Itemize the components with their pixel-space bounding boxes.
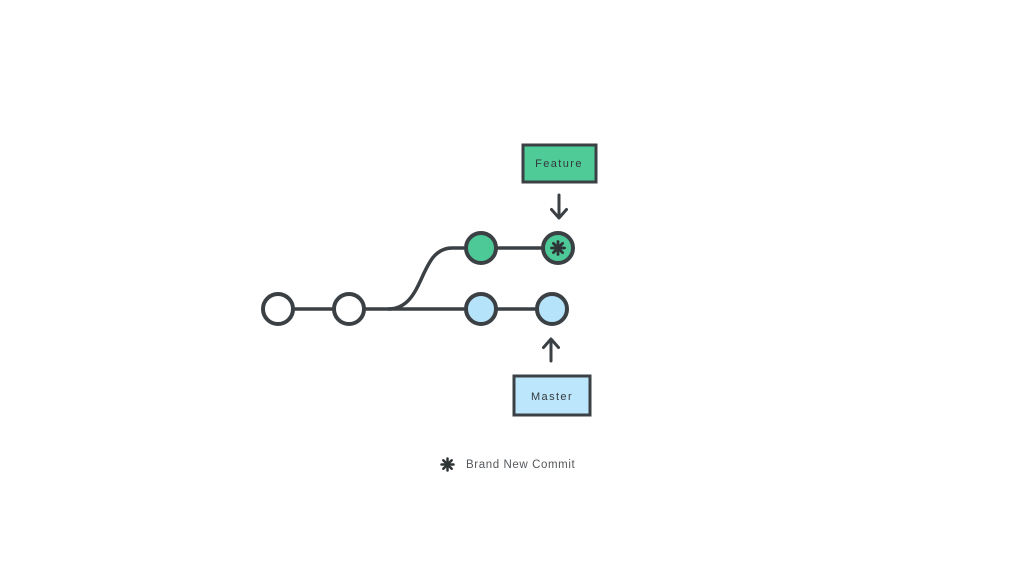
feature-branch-box <box>521 143 598 184</box>
commit-node-feature-1 <box>464 231 498 265</box>
legend: Brand New Commit <box>440 457 575 472</box>
commit-node-master-2 <box>332 292 366 326</box>
legend-label: Brand New Commit <box>466 458 576 471</box>
commit-node-master-1 <box>261 292 295 326</box>
master-branch-label: Master <box>531 391 573 403</box>
commit-node-master-4 <box>535 292 569 326</box>
new-commit-asterisk-icon <box>550 240 566 256</box>
commit-node-master-3 <box>464 292 498 326</box>
feature-branch-line <box>387 246 558 311</box>
feature-branch-label: Feature <box>535 158 583 170</box>
master-branch-box <box>512 374 592 417</box>
asterisk-icon <box>440 457 455 472</box>
arrow-down-icon <box>550 193 568 220</box>
arrow-up-icon <box>542 337 560 363</box>
